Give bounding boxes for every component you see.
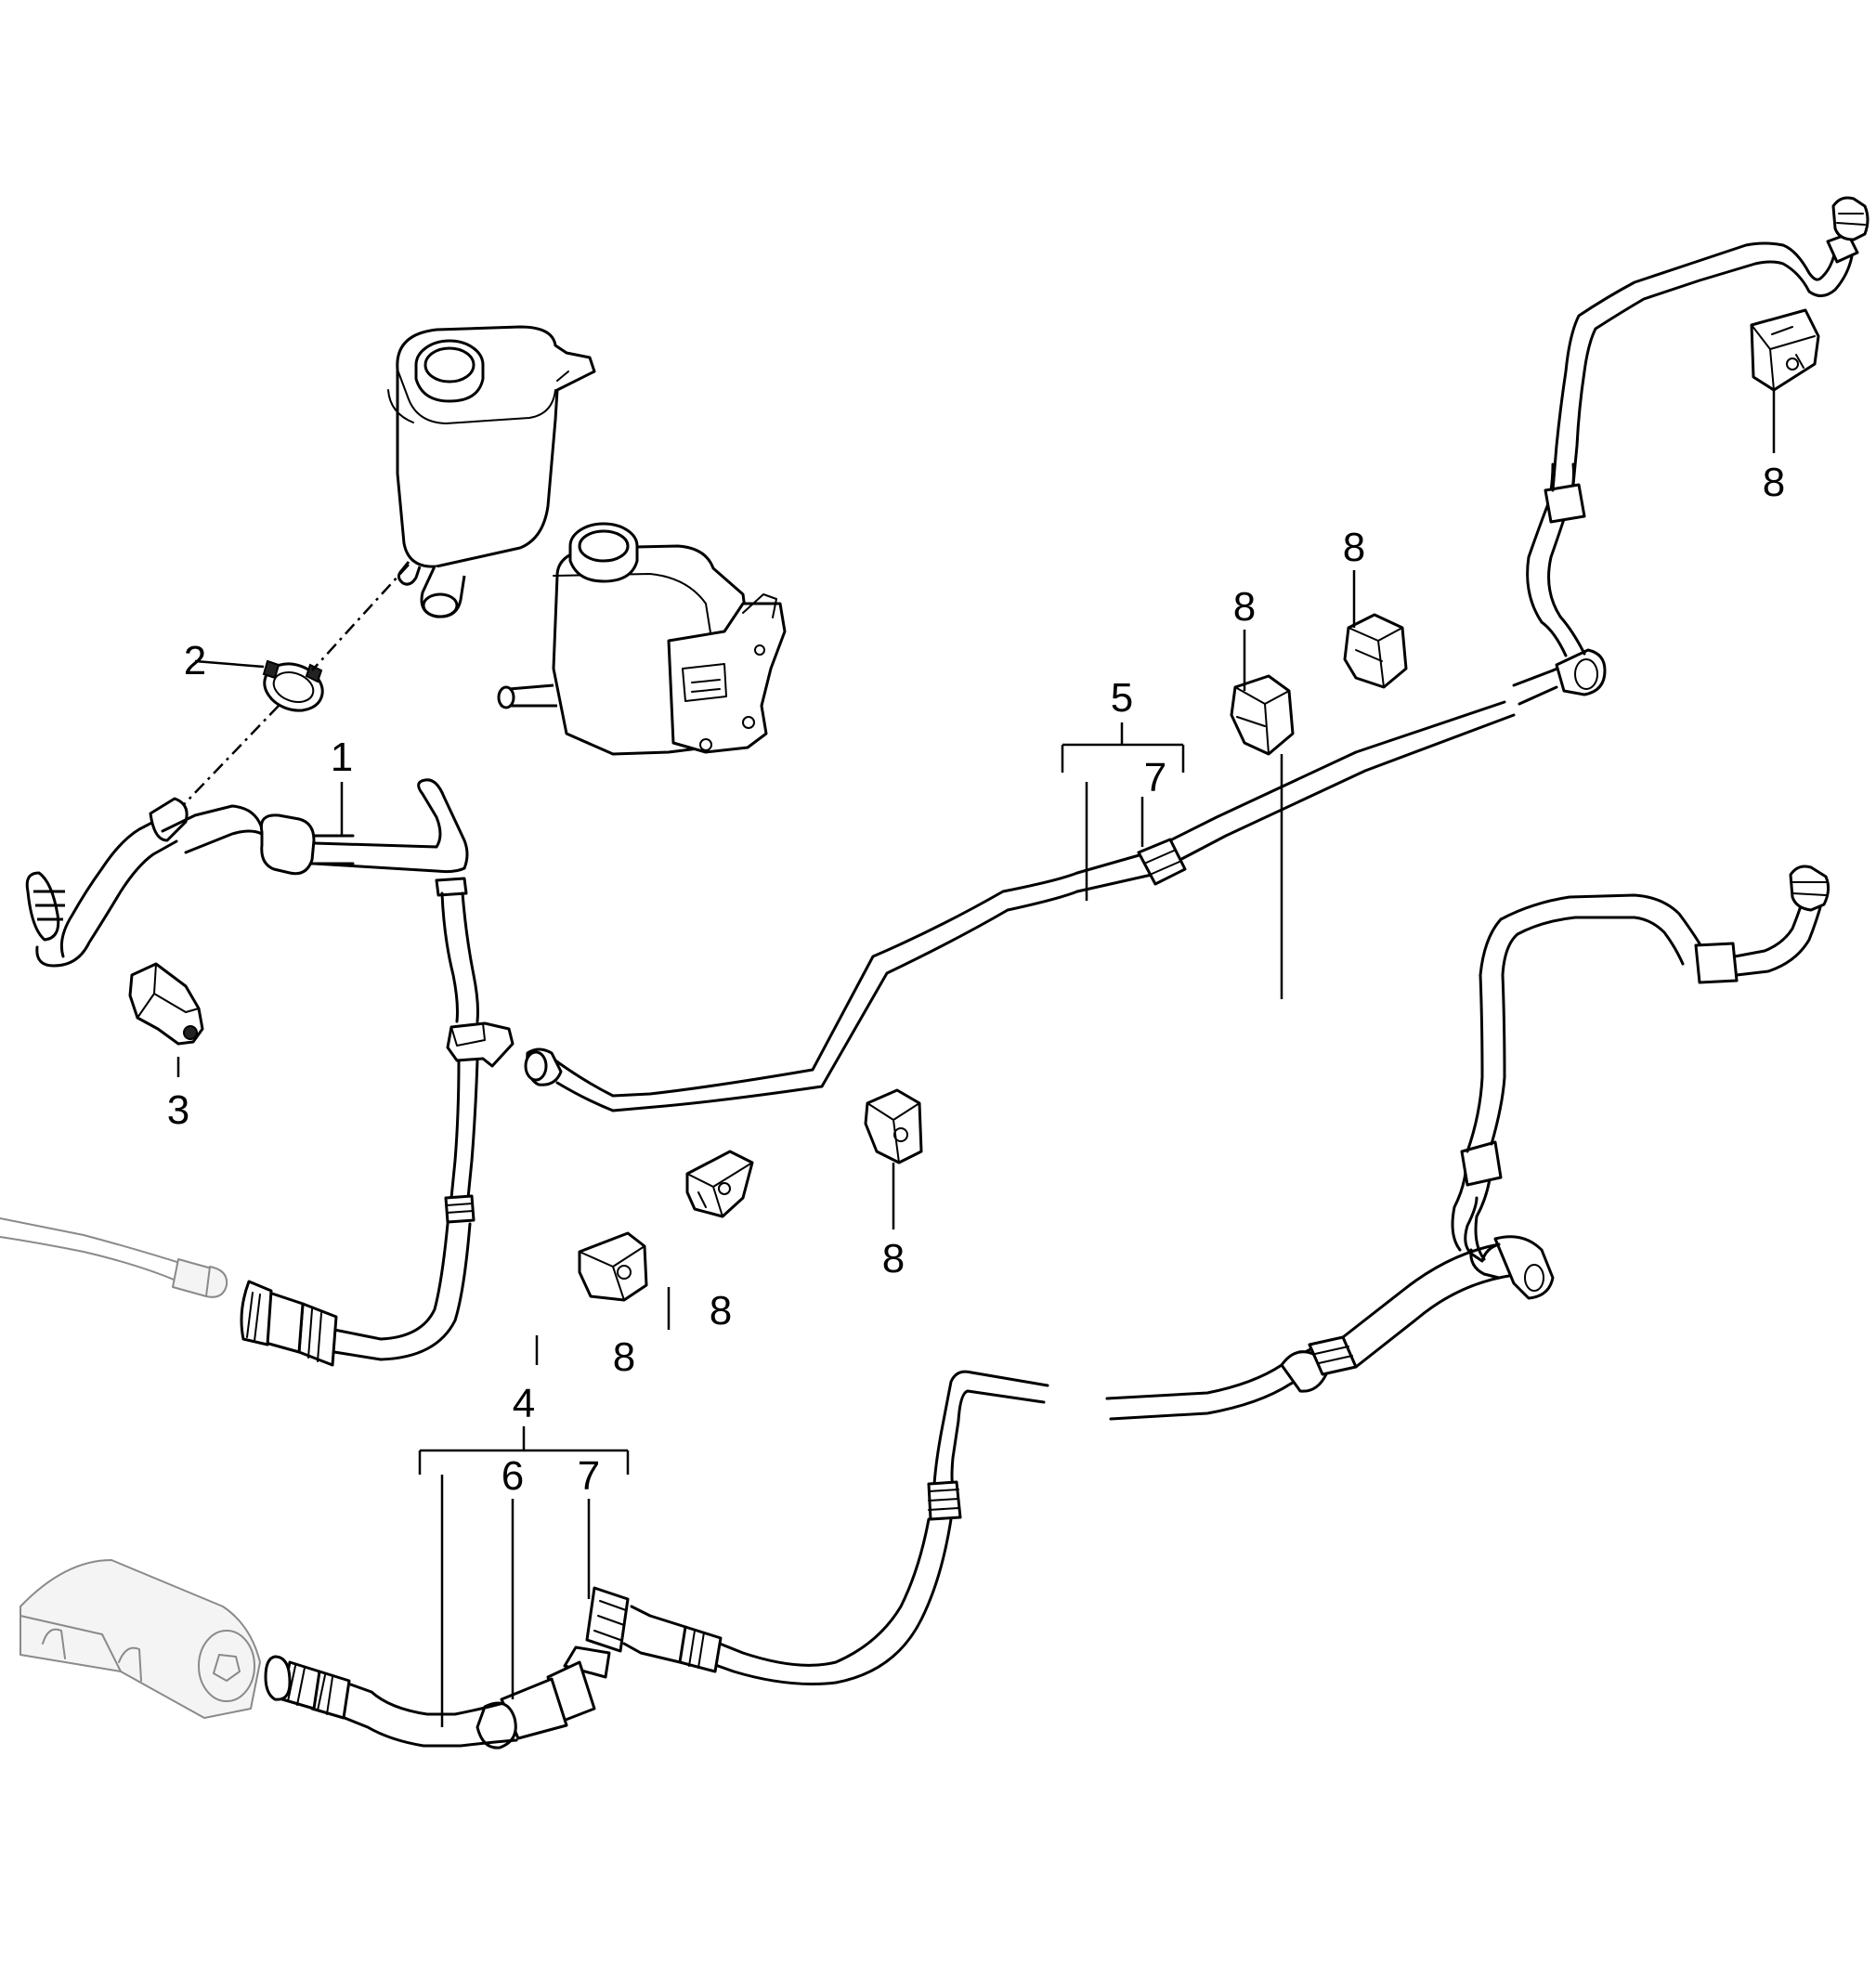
return-line-5[interactable]	[524, 196, 1869, 1112]
assembly-centerline	[166, 564, 410, 823]
suction-hose[interactable]	[25, 778, 469, 968]
holder-icon[interactable]	[128, 962, 204, 1046]
leader-lines	[176, 390, 1776, 1727]
callout-labels: 1 2 3 4 5 6 7 7 8 8 8 8 8 8	[167, 460, 1785, 1499]
callout-7-upper: 7	[1144, 755, 1166, 800]
hose-clamp-icon[interactable]	[258, 657, 330, 719]
clip-icon[interactable]	[578, 1231, 648, 1302]
callout-2: 2	[184, 638, 206, 683]
callout-8-upper: 8	[1343, 525, 1365, 570]
callout-4: 4	[513, 1381, 535, 1426]
callout-7-lower: 7	[578, 1453, 600, 1499]
callout-6: 6	[502, 1453, 524, 1499]
clip-icon[interactable]	[685, 1150, 754, 1218]
pressure-line-right[interactable]	[1105, 865, 1830, 1421]
callout-8-center: 8	[882, 1236, 905, 1281]
return-line-left[interactable]	[240, 877, 515, 1367]
callout-8-lowest: 8	[613, 1334, 635, 1380]
callout-5: 5	[1111, 675, 1133, 721]
steering-gear-icon	[20, 1559, 261, 1719]
clip-icon[interactable]	[864, 1088, 923, 1164]
clip-icon[interactable]	[1343, 613, 1408, 689]
reservoir-icon[interactable]	[387, 325, 596, 618]
clip-icon[interactable]	[1230, 674, 1295, 756]
clip-icon[interactable]	[1750, 308, 1820, 392]
callout-1: 1	[331, 735, 353, 780]
callout-8-mid: 8	[1233, 584, 1256, 630]
callout-8-right: 8	[1763, 460, 1785, 505]
reservoir-bracket-icon[interactable]	[497, 522, 787, 756]
pump-pressure-line-ghost	[0, 1217, 228, 1298]
callout-3: 3	[167, 1087, 189, 1133]
callout-8-low: 8	[710, 1288, 732, 1333]
pressure-line-4[interactable]	[264, 1370, 1049, 1749]
